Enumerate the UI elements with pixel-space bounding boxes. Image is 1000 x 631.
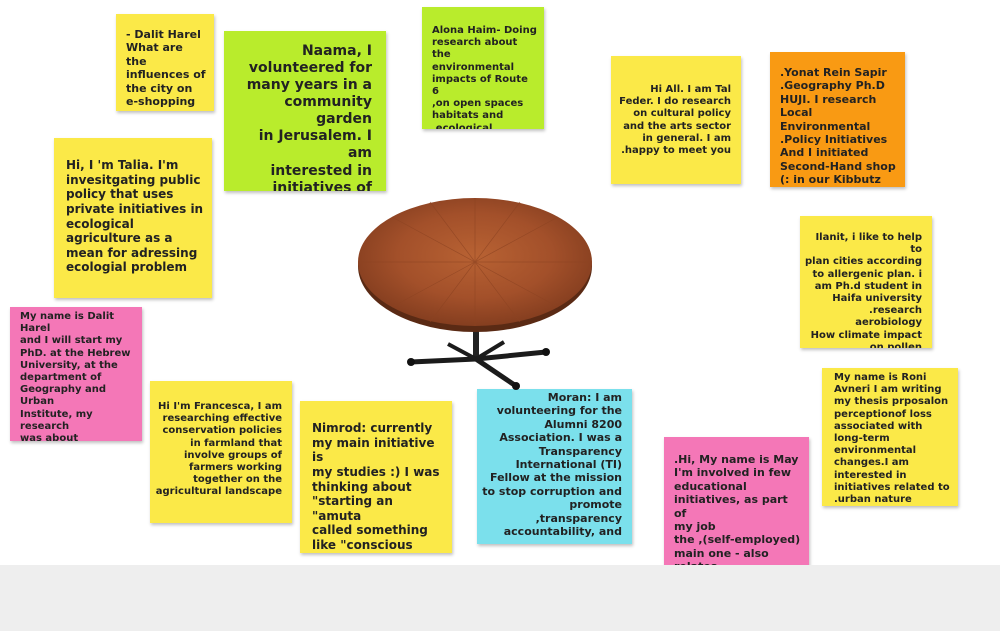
- sticky-note-francesca[interactable]: Hi I'm Francesca, I am researching effec…: [150, 381, 292, 523]
- whiteboard-canvas[interactable]: - Dalit Harel What are the influences of…: [0, 0, 1000, 565]
- sticky-note-may[interactable]: .Hi, My name is May I'm involved in few …: [664, 437, 809, 565]
- sticky-note-alona[interactable]: Alona Haim- Doing research about the env…: [422, 7, 544, 129]
- note-text: .Hi, My name is May I'm involved in few …: [674, 453, 801, 565]
- note-text: Ilanit, i like to help to plan cities ac…: [805, 232, 922, 348]
- sticky-note-roni[interactable]: My name is Roni Avneri I am writing my t…: [822, 368, 958, 506]
- sticky-note-dalit-long[interactable]: My name is Dalit Harel and I will start …: [10, 307, 142, 441]
- sticky-note-naama[interactable]: Naama, I volunteered for many years in a…: [224, 31, 386, 191]
- sticky-note-ilanit[interactable]: Ilanit, i like to help to plan cities ac…: [800, 216, 932, 348]
- note-text: My name is Dalit Harel and I will start …: [20, 311, 131, 441]
- note-text: Hi All. I am Tal Feder. I do research on…: [619, 84, 731, 156]
- note-text: .Yonat Rein Sapir .Geography Ph.D HUJI. …: [780, 66, 896, 187]
- sticky-note-nimrod[interactable]: Nimrod: currently my main initiative is …: [300, 401, 452, 553]
- note-text: Hi, I 'm Talia. I'm invesitgating public…: [66, 158, 204, 275]
- sticky-note-dalit-short[interactable]: - Dalit Harel What are the influences of…: [116, 14, 214, 111]
- note-text: Nimrod: currently my main initiative is …: [312, 421, 440, 553]
- note-text: Alona Haim- Doing research about the env…: [432, 25, 537, 129]
- note-text: Moran: I am volunteering for the Alumni …: [482, 391, 622, 539]
- sticky-note-yonat[interactable]: .Yonat Rein Sapir .Geography Ph.D HUJI. …: [770, 52, 905, 187]
- note-text: Hi I'm Francesca, I am researching effec…: [155, 401, 282, 498]
- note-text: My name is Roni Avneri I am writing my t…: [834, 372, 950, 505]
- note-text: Naama, I volunteered for many years in a…: [246, 43, 372, 191]
- bottom-bar: [0, 565, 1000, 631]
- note-text: - Dalit Harel What are the influences of…: [126, 28, 206, 109]
- sticky-note-moran[interactable]: Moran: I am volunteering for the Alumni …: [477, 389, 632, 544]
- sticky-note-tal[interactable]: Hi All. I am Tal Feder. I do research on…: [611, 56, 741, 184]
- sticky-note-talia[interactable]: Hi, I 'm Talia. I'm invesitgating public…: [54, 138, 212, 298]
- round-table-image[interactable]: [356, 194, 594, 394]
